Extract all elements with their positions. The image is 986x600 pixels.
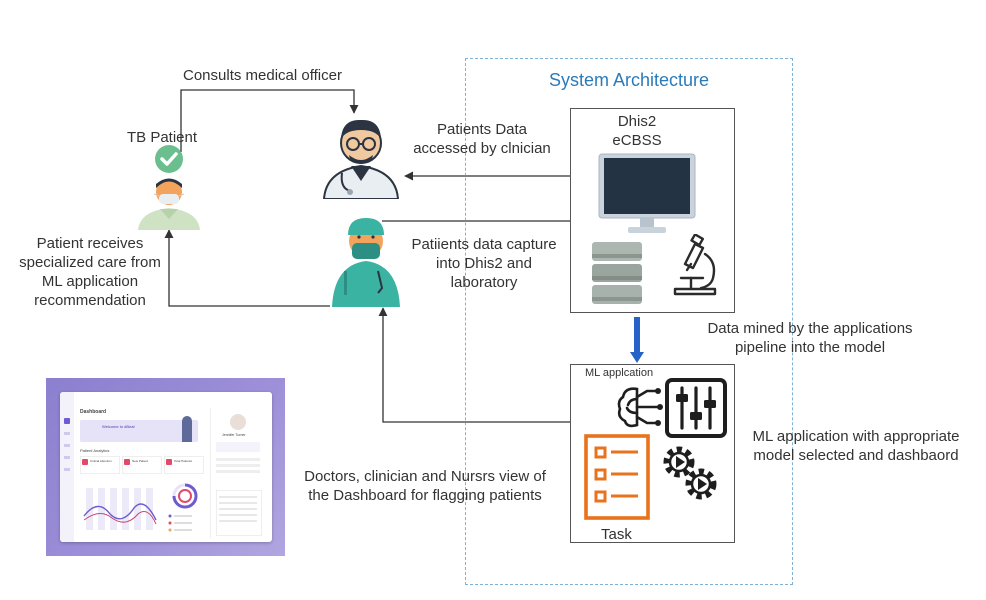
brain-network-icon	[617, 387, 663, 428]
sliders-icon	[665, 378, 727, 438]
dashboard-sidebar	[60, 392, 74, 542]
nurse-avatar-icon	[332, 218, 400, 307]
dashboard-window: Dashboard Welcome to dBeat Patient Analy…	[60, 392, 272, 542]
dashboard-user-name: Jennifer Turner	[222, 433, 246, 437]
system-architecture-boundary	[465, 58, 793, 585]
card-new: New Patient	[132, 459, 149, 463]
dashboard-right-panel	[210, 408, 267, 538]
consult-arrow	[180, 89, 359, 152]
dashboard-thumbnail: Dashboard Welcome to dBeat Patient Analy…	[46, 378, 285, 556]
data-accessed-label: Patients Data accessed by clnician	[413, 121, 551, 157]
consults-label: Consults medical officer	[183, 67, 342, 84]
card-total: Total Patients	[174, 459, 193, 463]
gears-icon	[663, 446, 717, 500]
patient-receives-label: Patient receives specialized care from M…	[19, 235, 161, 309]
monitor-icon	[598, 153, 696, 233]
ml-application-label: ML applcation	[585, 367, 654, 379]
data-mined-label: Data mined by the applications pipeline …	[707, 320, 913, 356]
data-mined-arrow	[630, 317, 644, 363]
welcome-text: Welcome to dBeat	[102, 424, 135, 429]
dashboard-line-chart	[83, 488, 157, 530]
patient-analytics-title: Patient Analytics	[80, 448, 110, 453]
check-circle-icon	[155, 145, 183, 173]
tb-patient-label: TB Patient	[127, 129, 198, 146]
doctors-view-label: Doctors, clinician and Nursrs view of th…	[304, 468, 546, 504]
ml-app-description-label: ML application with appropriate model se…	[752, 428, 960, 464]
data-capture-label: Patiients data capture into Dhis2 and la…	[411, 236, 557, 291]
system-architecture-title: System Architecture	[548, 70, 710, 90]
dhis2-label: Dhis2 eCBSS	[612, 113, 662, 149]
database-icon	[592, 242, 642, 304]
care-arrow	[164, 229, 330, 307]
dashboard-title: Dashboard	[80, 409, 107, 415]
task-label: Task	[601, 526, 632, 543]
task-list-icon	[584, 434, 650, 520]
microscope-icon	[673, 234, 717, 296]
dashboard-view-arrow	[378, 307, 570, 423]
card-critical: Critical Attention	[90, 459, 112, 463]
patient-avatar-icon	[138, 178, 200, 230]
dashboard-donut-chart	[168, 483, 198, 532]
welcome-banner	[80, 420, 198, 442]
doctor-avatar-icon	[322, 119, 400, 199]
